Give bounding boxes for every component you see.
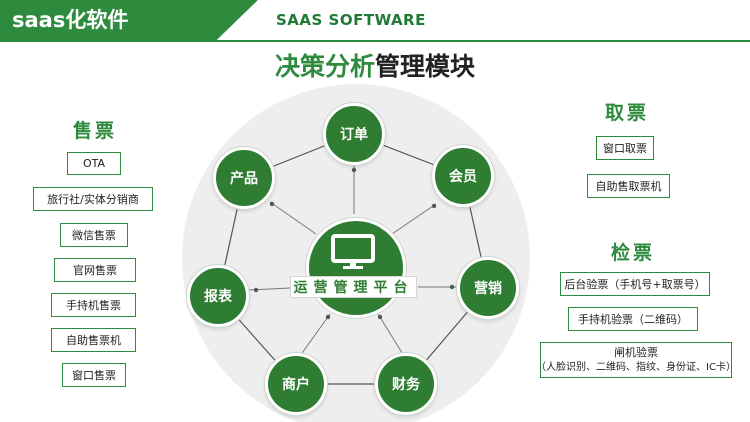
header-subtitle: SAAS SOFTWARE: [276, 11, 426, 29]
check-item-gate-line1: 闸机验票: [614, 346, 658, 359]
main-title-accent: 决策分析: [274, 52, 375, 81]
center-platform-label: 运营管理平台: [290, 276, 417, 298]
left-panel-title: 售票: [72, 120, 117, 142]
node-merchant: 商户: [265, 353, 327, 415]
pickup-item-kiosk: 自助售取票机: [587, 174, 670, 198]
check-item-handheld: 手持机验票（二维码）: [568, 307, 698, 331]
header-tab-title: saas化软件: [12, 8, 129, 32]
node-product: 产品: [213, 147, 275, 209]
sell-item-kiosk: 自助售票机: [51, 328, 136, 352]
sell-item-ota: OTA: [67, 152, 121, 175]
node-report: 报表: [187, 265, 249, 327]
sell-item-agency: 旅行社/实体分销商: [33, 187, 153, 211]
node-finance: 财务: [375, 353, 437, 415]
sell-item-wechat: 微信售票: [60, 223, 128, 247]
check-item-gate-line2: （人脸识别、二维码、指纹、身份证、IC卡）: [536, 362, 736, 373]
node-member: 会员: [432, 145, 494, 207]
header-divider: [0, 40, 750, 42]
monitor-icon: [331, 234, 375, 269]
sell-item-website: 官网售票: [54, 258, 136, 282]
sell-item-handheld: 手持机售票: [51, 293, 136, 317]
header-tab: saas化软件: [0, 0, 258, 40]
right-top-panel-title: 取票: [604, 102, 649, 124]
main-title: 决策分析管理模块: [0, 52, 750, 82]
right-bottom-panel-title: 检票: [610, 242, 655, 264]
sell-item-window: 窗口售票: [62, 363, 126, 387]
check-item-gate: 闸机验票 （人脸识别、二维码、指纹、身份证、IC卡）: [536, 342, 736, 378]
check-item-backend: 后台验票（手机号+取票号）: [560, 272, 710, 296]
spoke-dots: [253, 167, 455, 320]
node-order: 订单: [323, 103, 385, 165]
node-marketing: 营销: [457, 257, 519, 319]
pickup-item-window: 窗口取票: [596, 136, 654, 160]
main-title-rest: 管理模块: [375, 52, 476, 81]
